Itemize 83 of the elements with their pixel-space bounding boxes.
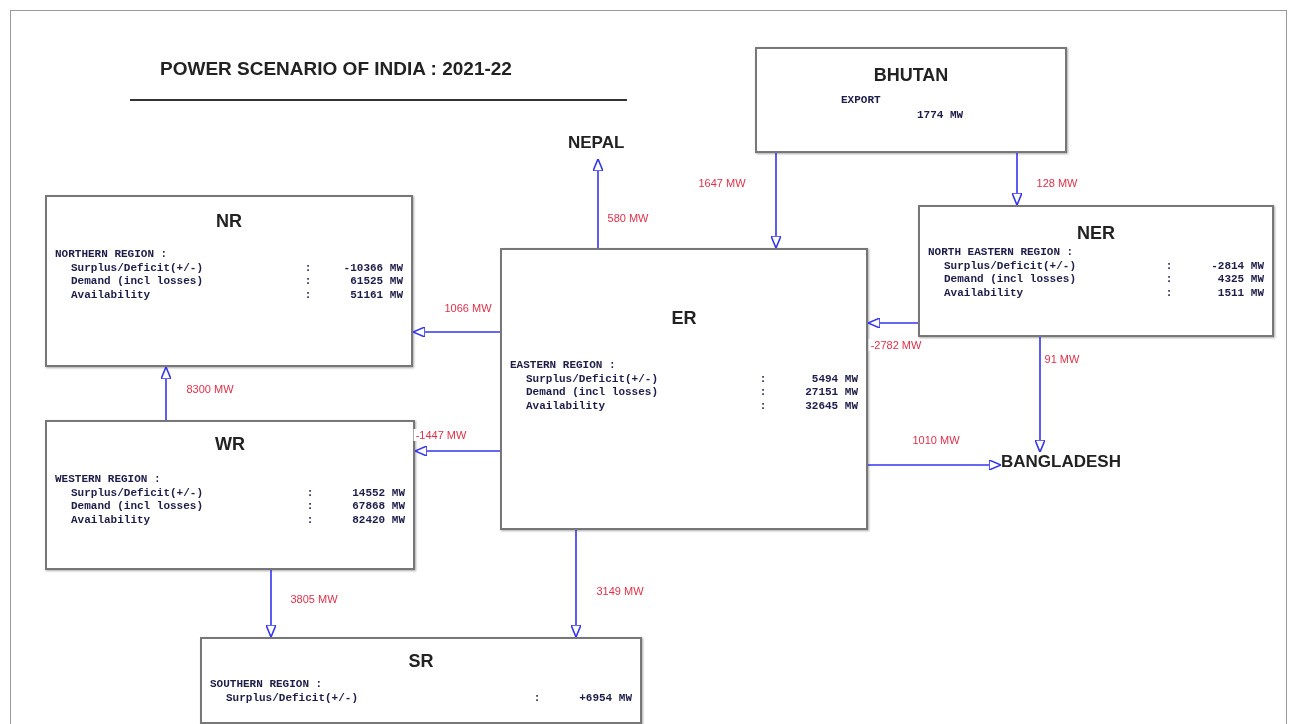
region-box (918, 205, 1274, 337)
row-value: -2814 MW (1210, 260, 1264, 274)
row-label: Demand (incl losses) (944, 273, 1078, 287)
arrow (770, 152, 782, 249)
edge-label: 91 MW (1042, 353, 1082, 365)
edge-label: -2782 MW (868, 339, 924, 351)
arrow (570, 529, 582, 638)
separator: : (758, 399, 768, 413)
separator: : (305, 513, 315, 527)
separator: : (758, 373, 768, 387)
row-value: 67868 MW (351, 500, 405, 514)
region-name: SOUTHERN REGION : (210, 678, 324, 692)
row-label: Surplus/Deficit(+/-) (944, 260, 1078, 274)
row-value: 32645 MW (804, 399, 858, 413)
row-label: Demand (incl losses) (526, 386, 660, 400)
row-label: Availability (71, 288, 152, 302)
separator: : (1164, 260, 1174, 274)
separator: : (532, 692, 542, 706)
edge-label: 1647 MW (696, 177, 748, 189)
edge-label: 1066 MW (442, 302, 494, 314)
country-box (755, 47, 1067, 153)
separator: : (303, 288, 313, 302)
arrow (1034, 336, 1046, 453)
arrow (414, 445, 501, 457)
row-value: 27151 MW (804, 386, 858, 400)
diagram-title: POWER SCENARIO OF INDIA : 2021-22 (160, 58, 512, 80)
arrow (160, 366, 172, 421)
box-heading: NER (1076, 223, 1116, 244)
row-value: 51161 MW (349, 288, 403, 302)
row-label: Surplus/Deficit(+/-) (71, 262, 205, 276)
arrow (867, 317, 919, 329)
export-label: EXPORT (841, 94, 882, 108)
arrow (412, 326, 501, 338)
separator: : (758, 386, 768, 400)
row-value: 14552 MW (351, 487, 405, 501)
edge-label: -1447 MW (413, 429, 469, 441)
region-name: EASTERN REGION : (510, 359, 617, 373)
box-heading: BHUTAN (872, 65, 950, 86)
row-value: 61525 MW (349, 275, 403, 289)
row-label: Availability (71, 513, 152, 527)
row-label: Availability (944, 286, 1025, 300)
separator: : (305, 500, 315, 514)
edge-label: 1010 MW (910, 434, 962, 446)
region-name: NORTHERN REGION : (55, 248, 169, 262)
row-value: 1511 MW (1216, 286, 1264, 300)
separator: : (1164, 286, 1174, 300)
arrow (1011, 152, 1023, 206)
separator: : (305, 487, 315, 501)
arrow (265, 569, 277, 638)
edge-label: 8300 MW (184, 383, 236, 395)
box-heading: WR (214, 434, 246, 455)
arrow (592, 158, 604, 249)
edge-label: 3149 MW (594, 585, 646, 597)
row-value: -10366 MW (342, 262, 403, 276)
row-label: Demand (incl losses) (71, 500, 205, 514)
country-label: BANGLADESH (1001, 452, 1143, 478)
export-value: 1774 MW (917, 109, 965, 123)
box-heading: NR (215, 211, 243, 232)
region-box (45, 420, 415, 570)
row-value: +6954 MW (578, 692, 632, 706)
row-label: Demand (incl losses) (71, 275, 205, 289)
arrow (867, 459, 1002, 471)
region-name: NORTH EASTERN REGION : (928, 246, 1075, 260)
separator: : (303, 262, 313, 276)
region-box (200, 637, 642, 724)
row-value: 5494 MW (810, 373, 858, 387)
separator: : (303, 275, 313, 289)
region-box (45, 195, 413, 367)
edge-label: 580 MW (605, 212, 651, 224)
row-value: 4325 MW (1216, 273, 1264, 287)
row-value: 82420 MW (351, 513, 405, 527)
region-name: WESTERN REGION : (55, 473, 162, 487)
region-box (500, 248, 868, 530)
separator: : (1164, 273, 1174, 287)
row-label: Surplus/Deficit(+/-) (226, 692, 360, 706)
edge-label: 3805 MW (288, 593, 340, 605)
row-label: Surplus/Deficit(+/-) (526, 373, 660, 387)
edge-label: 128 MW (1034, 177, 1080, 189)
box-heading: ER (670, 308, 698, 329)
box-heading: SR (407, 651, 435, 672)
country-label: NEPAL (568, 133, 640, 159)
row-label: Surplus/Deficit(+/-) (71, 487, 205, 501)
row-label: Availability (526, 399, 607, 413)
